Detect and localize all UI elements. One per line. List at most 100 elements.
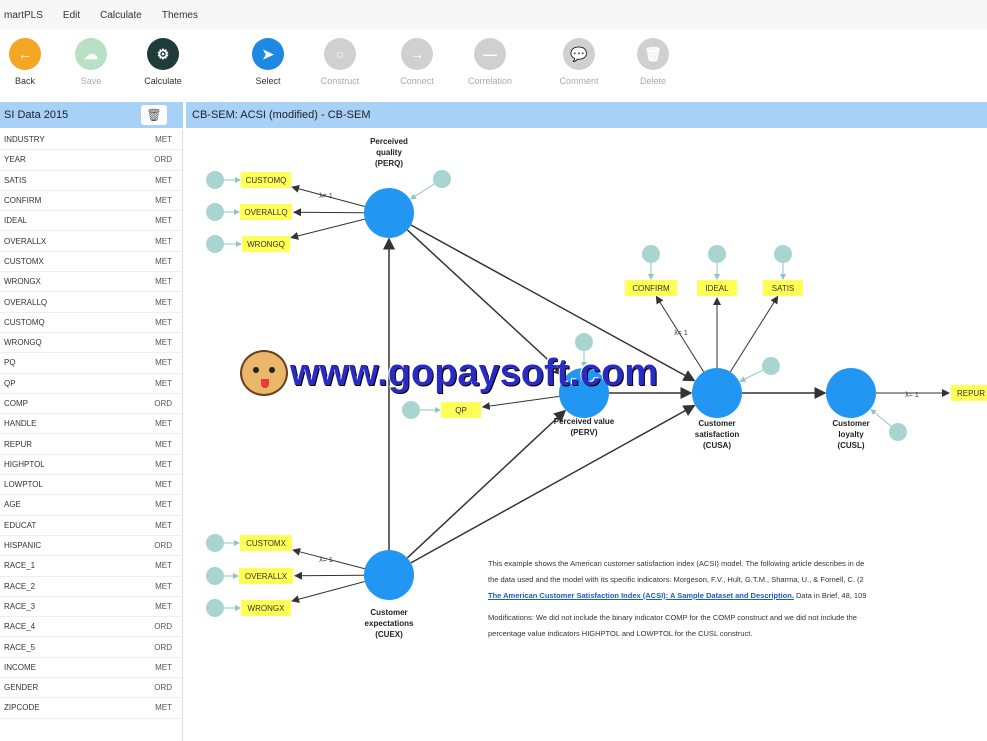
indicator-type: MET xyxy=(155,520,172,530)
loading-overallx[interactable] xyxy=(293,571,365,580)
delete-button[interactable]: 🗑Delete xyxy=(618,38,688,86)
indicator-overallq[interactable] xyxy=(240,204,292,220)
loading-wrongx[interactable] xyxy=(291,580,365,604)
construct-perq[interactable] xyxy=(364,188,414,238)
indicator-type: ORD xyxy=(154,642,172,652)
loading-overallq[interactable] xyxy=(292,208,365,217)
indicator-type: MET xyxy=(155,317,172,327)
path-cuex-cusa[interactable] xyxy=(410,404,696,564)
construct-perv[interactable] xyxy=(559,368,609,418)
indicator-type: ORD xyxy=(154,399,172,408)
path-cuex-perv[interactable] xyxy=(406,409,567,559)
back-button[interactable]: ←Back xyxy=(0,38,60,86)
fixed-loading-label: λ= 1 xyxy=(905,392,919,399)
indicator-name: CUSTOMX xyxy=(4,256,44,266)
path-perq-cusa[interactable] xyxy=(410,224,696,382)
menu-item-calculate[interactable]: Calculate xyxy=(100,9,142,21)
construct-label: (PERQ) xyxy=(375,159,403,168)
construct-label: satisfaction xyxy=(695,430,740,439)
indicator-label: SATIS xyxy=(772,284,795,293)
construct-cusl[interactable] xyxy=(826,368,876,418)
loading-qp[interactable] xyxy=(481,395,560,410)
construct-label: Perceived value xyxy=(554,417,615,426)
construct-label: (PERV) xyxy=(571,428,598,437)
loading-customq[interactable] xyxy=(291,184,365,208)
comment-icon: 💬 xyxy=(563,38,595,70)
menu-item-themes[interactable]: Themes xyxy=(161,9,198,21)
model-tab[interactable]: CB-SEM: ACSI (modified) - CB-SEM xyxy=(186,102,987,128)
select-button[interactable]: ➤Select xyxy=(233,38,303,86)
indicator-name: OVERALLX xyxy=(4,236,47,246)
indicator-qp[interactable] xyxy=(441,402,481,418)
connect-button[interactable]: →Connect xyxy=(382,38,452,86)
indicator-type: MET xyxy=(155,175,172,185)
reference-link[interactable]: The American Customer Satisfaction Index… xyxy=(488,591,794,600)
trash-button[interactable]: 🗑 xyxy=(141,105,167,125)
indicator-repur[interactable] xyxy=(951,385,987,401)
menu-item-martpls[interactable]: martPLS xyxy=(4,9,43,21)
indicator-confirm[interactable] xyxy=(625,280,677,296)
construct-cusa[interactable] xyxy=(692,368,742,418)
comment-button[interactable]: 💬Comment xyxy=(544,38,614,86)
indicator-overallx[interactable] xyxy=(239,568,293,584)
loading-satis[interactable] xyxy=(729,295,779,373)
indicator-type: MET xyxy=(155,196,172,206)
path-perq-perv[interactable] xyxy=(406,229,566,377)
dog-logo-icon xyxy=(240,350,288,396)
indicator-customq[interactable] xyxy=(241,172,291,188)
construct-button[interactable]: ○Construct xyxy=(305,38,375,86)
correlation-button[interactable]: —Correlation xyxy=(455,38,525,86)
error-term-icon xyxy=(206,171,224,189)
loading-wrongq[interactable] xyxy=(290,218,365,240)
loading-customx[interactable] xyxy=(292,547,365,570)
indicator-row-satis[interactable]: SATIS MET xyxy=(0,171,182,191)
indicator-satis[interactable] xyxy=(763,280,803,296)
indicator-wrongq[interactable] xyxy=(242,236,290,252)
indicator-name: SATIS xyxy=(4,175,27,185)
menu-item-edit[interactable]: Edit xyxy=(62,9,81,21)
loading-confirm[interactable] xyxy=(655,295,705,373)
indicator-name: INCOME xyxy=(4,662,36,672)
save-icon: ☁ xyxy=(75,38,107,70)
save-button[interactable]: ☁Save xyxy=(56,38,126,86)
construct-cuex[interactable] xyxy=(364,550,414,600)
indicator-wrongx[interactable] xyxy=(241,600,291,616)
error-term-icon xyxy=(206,235,224,253)
calculate-button[interactable]: ⚙Calculate xyxy=(128,38,198,86)
indicator-customx[interactable] xyxy=(240,535,292,551)
disturbance-icon xyxy=(575,333,593,351)
indicator-ideal[interactable] xyxy=(697,280,737,296)
description-line-4: Modifications: We did not include the bi… xyxy=(488,613,857,622)
indicator-label: CUSTOMQ xyxy=(246,176,287,185)
